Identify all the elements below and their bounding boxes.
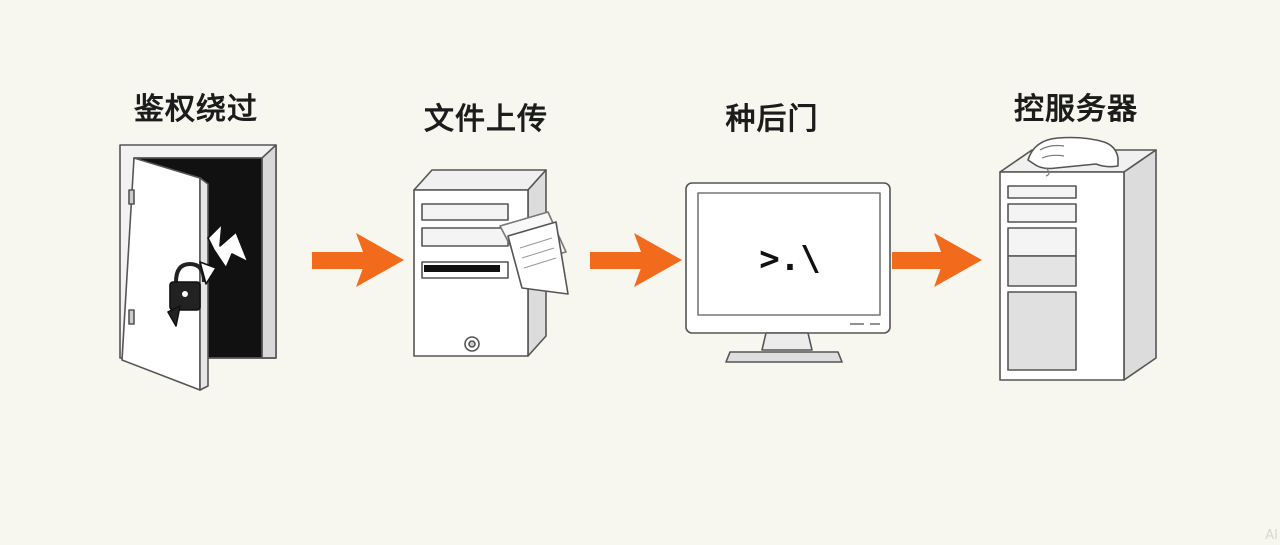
step-label-backdoor: 种后门 — [725, 102, 819, 137]
server-upload-icon — [413, 169, 569, 357]
terminal-prompt: >.\ — [759, 239, 820, 279]
server-hand-icon — [999, 136, 1157, 381]
step-label-control-server: 控服务器 — [1014, 92, 1138, 127]
flow-arrow-1 — [312, 233, 404, 287]
watermark: AI — [1265, 528, 1278, 543]
flow-arrow-2 — [590, 233, 682, 287]
monitor-terminal-icon — [685, 182, 891, 363]
flow-arrow-3 — [892, 233, 982, 287]
step-label-auth-bypass: 鉴权绕过 — [134, 92, 258, 127]
broken-door-icon — [119, 144, 277, 391]
step-label-file-upload: 文件上传 — [424, 102, 548, 137]
